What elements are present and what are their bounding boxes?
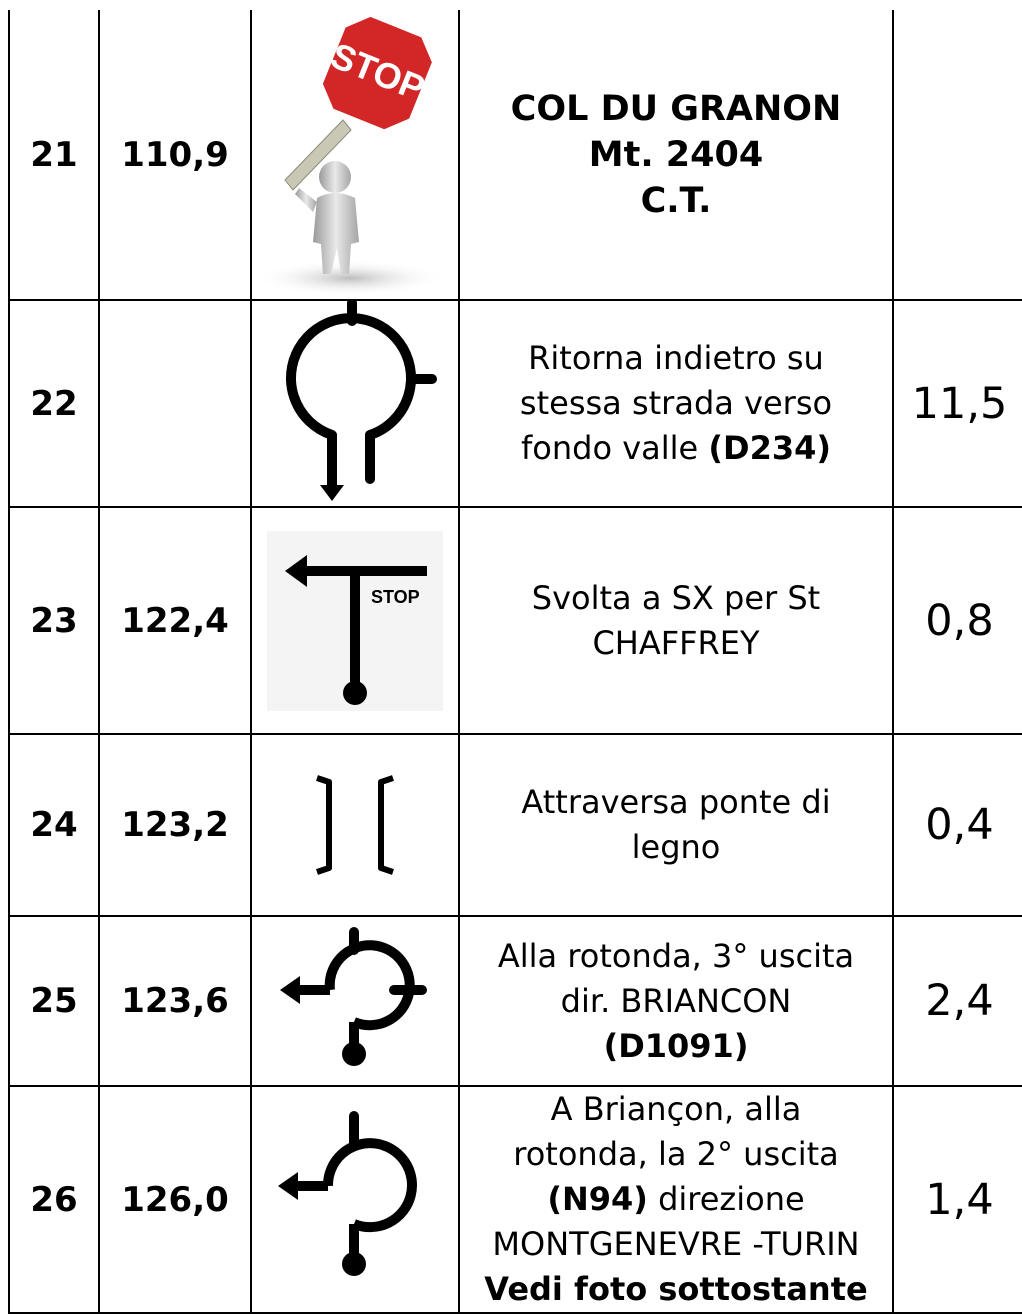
stop-sign-person-icon: STOP xyxy=(255,13,445,296)
row-description: Svolta a SX per St CHAFFREY xyxy=(458,506,894,735)
description-line: Svolta a SX per St xyxy=(531,578,821,617)
road-code: (D234) xyxy=(708,429,831,467)
table-row: 22 Ritorna indietro su stessa strada ver… xyxy=(8,299,1022,508)
description-line: (N94) direzione xyxy=(460,1177,892,1222)
row-distance: 0,8 xyxy=(892,506,1022,735)
row-number: 21 xyxy=(8,10,100,301)
description-line: MONTGENEVRE -TURIN xyxy=(492,1225,860,1263)
description-line: stessa strada verso xyxy=(519,384,833,422)
description-line: Alla rotonda, 3° uscita xyxy=(497,936,855,975)
row-description: COL DU GRANON Mt. 2404 C.T. xyxy=(458,10,894,301)
bridge-icon xyxy=(316,775,394,875)
description-line: (D1091) xyxy=(460,1024,892,1069)
row-km: 110,9 xyxy=(98,10,252,301)
row-km: 122,4 xyxy=(98,506,252,735)
row-distance: 1,4 xyxy=(892,1085,1022,1314)
row-icon-cell xyxy=(250,915,460,1087)
description-line: COL DU GRANON xyxy=(510,88,842,129)
roundabout-second-exit-icon xyxy=(278,1110,417,1276)
u-turn-roundabout-icon xyxy=(286,301,437,501)
description-line: A Briançon, alla xyxy=(550,1090,802,1128)
row-distance: 0,4 xyxy=(892,733,1022,917)
description-line: C.T. xyxy=(640,180,712,221)
stop-label: STOP xyxy=(371,587,420,607)
row-number: 25 xyxy=(8,915,100,1087)
row-km: 123,2 xyxy=(98,733,252,917)
table-row: 26 126,0 A Briançon, alla rotonda, la 2°… xyxy=(8,1085,1022,1314)
description-text: fondo valle xyxy=(521,429,709,467)
road-code: (N94) xyxy=(547,1180,648,1218)
row-icon-cell xyxy=(250,299,460,508)
row-km: 126,0 xyxy=(98,1085,252,1314)
row-number: 22 xyxy=(8,299,100,508)
row-distance xyxy=(892,10,1022,301)
row-icon-cell: STOP xyxy=(250,10,460,301)
row-distance: 11,5 xyxy=(892,299,1022,508)
description-line: Ritorna indietro su xyxy=(528,339,824,377)
row-km xyxy=(98,299,252,508)
table-row: 25 123,6 Alla rotonda, 3° uscita dir. BR… xyxy=(8,915,1022,1087)
table-row: 21 110,9 STOP xyxy=(8,10,1022,301)
row-description: Attraversa ponte di legno xyxy=(458,733,894,917)
roadbook-table: 21 110,9 STOP xyxy=(8,10,1022,1314)
description-line: legno xyxy=(631,828,721,866)
description-line: Attraversa ponte di xyxy=(521,783,831,821)
row-description: Alla rotonda, 3° uscita dir. BRIANCON (D… xyxy=(458,915,894,1087)
table-row: 24 123,2 Attraversa ponte di legno 0,4 xyxy=(8,733,1022,917)
row-icon-cell: STOP xyxy=(250,506,460,735)
roundabout-third-exit-icon xyxy=(280,927,427,1066)
road-code: (D1091) xyxy=(603,1026,749,1065)
description-line: CHAFFREY xyxy=(592,623,760,662)
row-distance: 2,4 xyxy=(892,915,1022,1087)
description-line: Mt. 2404 xyxy=(588,134,764,175)
row-description: A Briançon, alla rotonda, la 2° uscita (… xyxy=(458,1085,894,1314)
row-description: Ritorna indietro su stessa strada verso … xyxy=(458,299,894,508)
table-row: 23 122,4 STOP Svolta a SX per St CHAFFRE… xyxy=(8,506,1022,735)
description-line: Vedi foto sottostante xyxy=(484,1270,868,1308)
row-number: 26 xyxy=(8,1085,100,1314)
left-turn-stop-icon: STOP xyxy=(267,530,443,711)
description-line: rotonda, la 2° uscita xyxy=(513,1135,839,1173)
description-line: fondo valle (D234) xyxy=(460,426,892,471)
row-icon-cell xyxy=(250,733,460,917)
row-number: 23 xyxy=(8,506,100,735)
row-number: 24 xyxy=(8,733,100,917)
row-km: 123,6 xyxy=(98,915,252,1087)
row-icon-cell xyxy=(250,1085,460,1314)
description-line: dir. BRIANCON xyxy=(560,981,792,1020)
description-text: direzione xyxy=(647,1180,805,1218)
